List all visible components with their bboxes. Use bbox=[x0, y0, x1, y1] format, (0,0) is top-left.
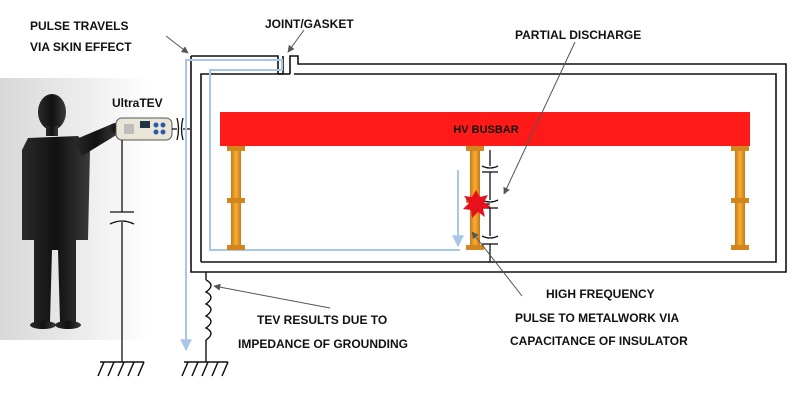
high-frequency-label-line2: PULSE TO METALWORK VIA bbox=[515, 311, 680, 325]
insulator-right bbox=[731, 146, 749, 250]
tev-label-line2: IMPEDANCE OF GROUNDING bbox=[238, 337, 408, 351]
tev-label-line1: TEV RESULTS DUE TO bbox=[257, 313, 387, 327]
partial-discharge-label: PARTIAL DISCHARGE bbox=[515, 28, 641, 42]
pulse-label-line1: PULSE TRAVELS bbox=[30, 19, 128, 33]
person-silhouette-icon bbox=[22, 94, 123, 329]
switchgear-enclosure bbox=[190, 55, 787, 273]
ultratev-label: UltraTEV bbox=[112, 96, 163, 110]
ultratev-device-icon bbox=[115, 117, 173, 141]
device-coupling-capacitor-icon bbox=[172, 117, 190, 141]
ground-symbol-icon bbox=[97, 361, 145, 377]
grounding-inductor-icon bbox=[204, 272, 212, 362]
hv-busbar-label: HV BUSBAR bbox=[453, 124, 518, 136]
pulse-label-line2: VIA SKIN EFFECT bbox=[30, 40, 132, 54]
joint-gasket-label: JOINT/GASKET bbox=[265, 17, 354, 31]
pulse-path bbox=[180, 59, 464, 352]
discharge-spark-icon bbox=[463, 190, 491, 218]
enclosure-ground-symbol-icon bbox=[181, 361, 229, 377]
callout-arrows bbox=[165, 29, 576, 309]
device-ground-lead bbox=[109, 140, 135, 362]
insulator-left bbox=[227, 146, 245, 250]
high-frequency-label-line1: HIGH FREQUENCY bbox=[546, 287, 655, 301]
high-frequency-label-line3: CAPACITANCE OF INSULATOR bbox=[510, 334, 688, 348]
hv-busbar bbox=[220, 112, 750, 146]
